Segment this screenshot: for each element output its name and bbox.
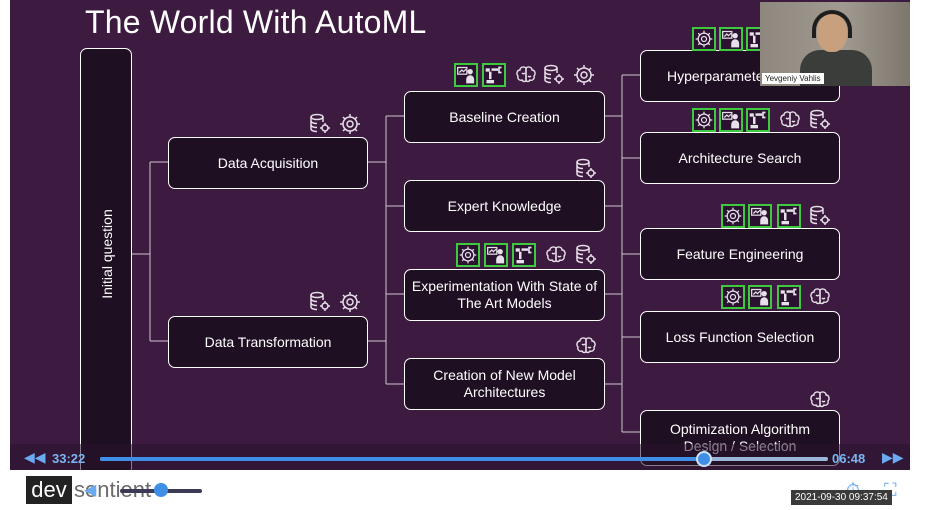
data-acquisition-box: Data Acquisition <box>168 137 368 189</box>
seek-bar[interactable] <box>100 457 828 461</box>
volume-icon[interactable]: ◀ <box>84 482 97 499</box>
database-gear-icon <box>308 290 332 314</box>
new-architectures-box: Creation of New Model Architectures <box>404 358 605 410</box>
database-gear-icon <box>808 204 832 228</box>
loss-function-label: Loss Function Selection <box>665 328 815 345</box>
loss-function-box: Loss Function Selection <box>640 311 840 363</box>
robot-arm-icon <box>777 285 801 309</box>
chart-person-icon <box>719 27 743 51</box>
initial-question-box <box>80 48 132 470</box>
expert-knowledge-box: Expert Knowledge <box>404 180 605 232</box>
brain-icon <box>778 108 802 132</box>
rewind-icon[interactable]: ◀◀ <box>24 449 46 465</box>
feature-engineering-box: Feature Engineering <box>640 228 840 280</box>
gear-icon <box>572 63 596 87</box>
recording-timestamp: 2021-09-30 09:37:54 <box>791 490 892 505</box>
database-gear-icon <box>542 63 566 87</box>
robot-arm-icon <box>482 63 506 87</box>
brain-icon <box>574 334 598 358</box>
brain-icon <box>808 285 832 309</box>
seek-bar-progress <box>100 457 705 461</box>
hyperparameter-label: Hyperparameter <box>667 67 769 84</box>
brain-icon <box>544 243 568 267</box>
chart-person-icon <box>454 63 478 87</box>
baseline-creation-box: Baseline Creation <box>404 91 605 143</box>
experimentation-box: Experimentation With State of The Art Mo… <box>404 269 605 321</box>
devsentient-logo: dev <box>26 476 72 504</box>
data-transformation-label: Data Transformation <box>204 333 332 350</box>
gear-icon <box>721 204 745 228</box>
fast-forward-icon[interactable]: ▶▶ <box>882 449 904 465</box>
webcam-feed: Yevgeniy Vahlis <box>760 2 910 86</box>
architecture-search-label: Architecture Search <box>678 149 802 166</box>
remaining-time: 06:48 <box>832 451 866 466</box>
brain-icon <box>808 388 832 412</box>
feature-engineering-label: Feature Engineering <box>676 245 804 262</box>
connector-lines <box>132 74 640 433</box>
chart-person-icon <box>484 243 508 267</box>
database-gear-icon <box>808 108 832 132</box>
chart-person-icon <box>748 285 772 309</box>
headphones-icon <box>812 10 852 38</box>
database-gear-icon <box>308 112 332 136</box>
data-acquisition-label: Data Acquisition <box>217 154 319 171</box>
brain-icon <box>514 63 538 87</box>
chart-person-icon <box>748 204 772 228</box>
expert-knowledge-label: Expert Knowledge <box>447 197 562 214</box>
baseline-creation-label: Baseline Creation <box>449 108 560 125</box>
database-gear-icon <box>574 157 598 181</box>
elapsed-time: 33:22 <box>52 451 86 466</box>
presenter-name: Yevgeniy Vahlis <box>762 73 824 84</box>
gear-icon <box>692 27 716 51</box>
gear-icon <box>692 108 716 132</box>
data-transformation-box: Data Transformation <box>168 316 368 368</box>
initial-question-label: Initial question <box>99 209 115 299</box>
robot-arm-icon <box>777 204 801 228</box>
gear-icon <box>338 290 362 314</box>
experimentation-label: Experimentation With State of The Art Mo… <box>411 278 598 311</box>
architecture-search-box: Architecture Search <box>640 132 840 184</box>
slide-title: The World With AutoML <box>85 4 427 40</box>
robot-arm-icon <box>746 108 770 132</box>
gear-icon <box>338 112 362 136</box>
gear-icon <box>721 285 745 309</box>
seek-handle[interactable] <box>696 451 713 467</box>
volume-handle[interactable] <box>154 483 168 497</box>
new-architectures-label: Creation of New Model Architectures <box>433 367 576 400</box>
chart-person-icon <box>719 108 743 132</box>
database-gear-icon <box>574 243 598 267</box>
robot-arm-icon <box>512 243 536 267</box>
gear-icon <box>456 243 480 267</box>
